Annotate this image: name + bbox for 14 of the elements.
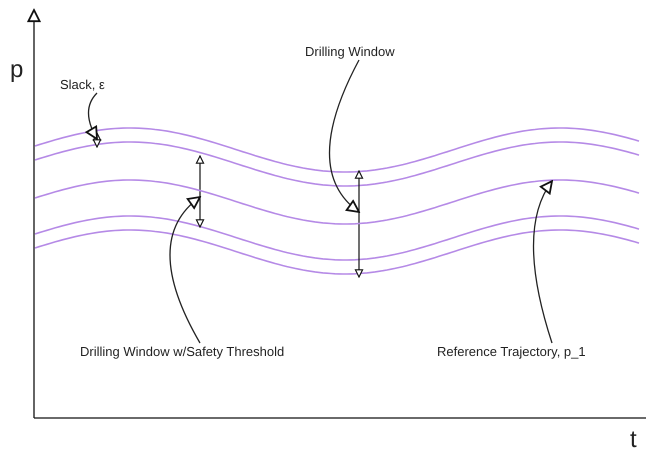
axis-label: p xyxy=(10,58,24,82)
callout-text: Drilling Window xyxy=(305,44,395,59)
double-arrow xyxy=(354,170,364,278)
leader-line xyxy=(532,180,553,344)
callout-text: Drilling Window w/Safety Threshold xyxy=(80,344,284,359)
callout-text: Slack, ε xyxy=(60,77,105,92)
callout-text: Reference Trajectory, p_1 xyxy=(437,344,586,359)
double-arrow xyxy=(196,155,204,228)
double-arrow xyxy=(92,132,102,148)
leader-line xyxy=(86,92,98,140)
leader-line xyxy=(328,60,360,213)
reference-trajectory-curve xyxy=(34,179,640,225)
leader-line xyxy=(169,196,201,344)
axis-label: t xyxy=(630,428,637,452)
